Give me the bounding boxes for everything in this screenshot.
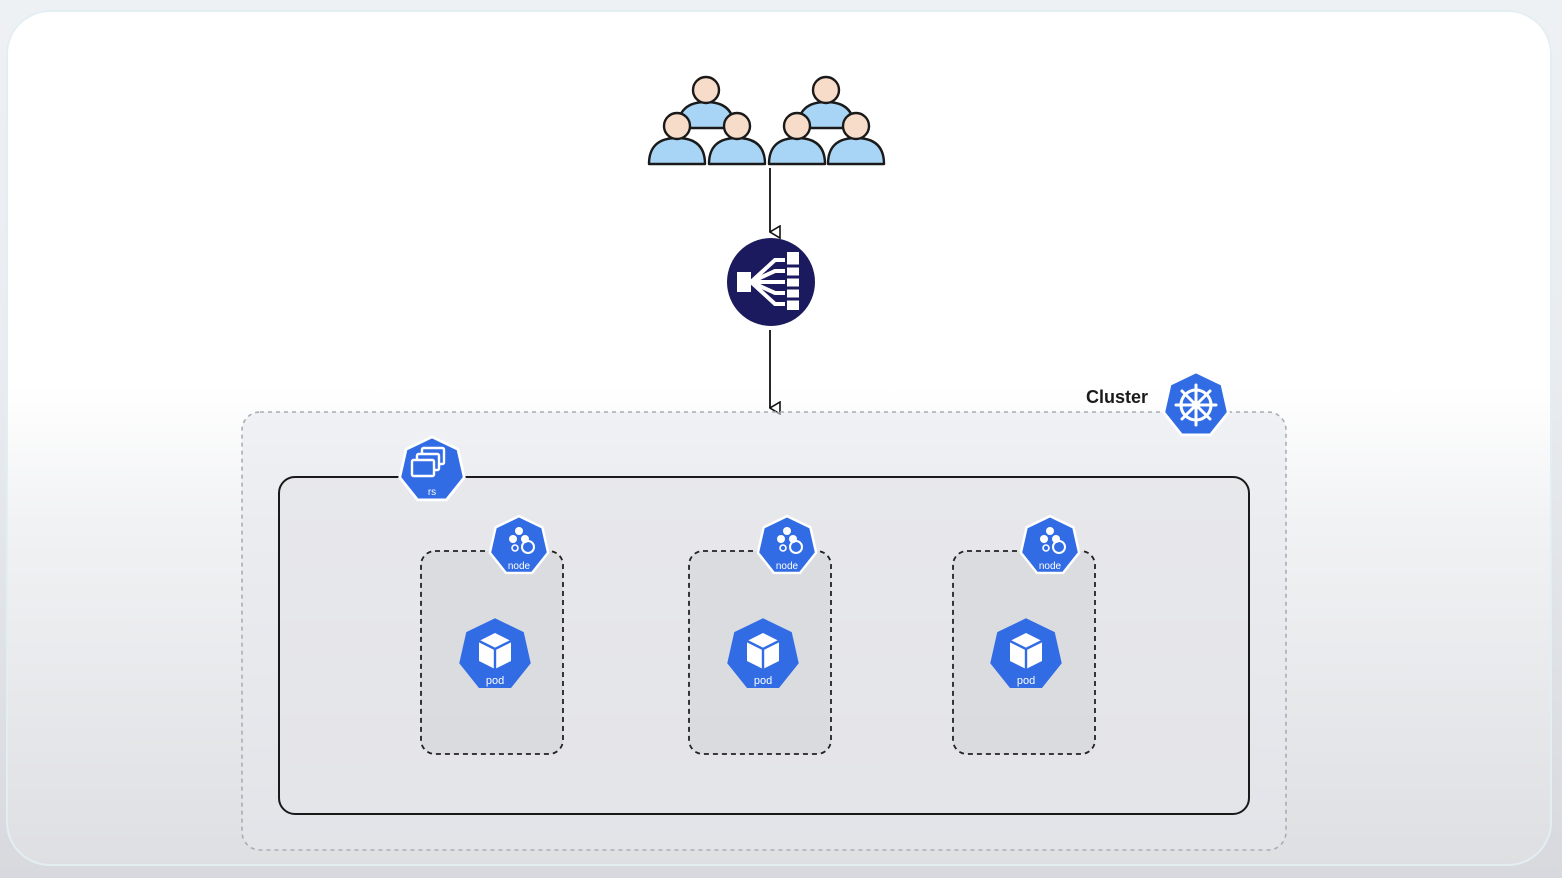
users-group-icon: [647, 75, 886, 166]
cluster-label: Cluster: [1086, 387, 1149, 407]
pod-label-2: pod: [754, 675, 772, 687]
replicaset-icon: rs: [398, 435, 466, 502]
pod-cube-icon: pod: [459, 618, 531, 689]
pod-cube-icon: pod: [990, 618, 1062, 689]
node-icon: node: [1019, 514, 1081, 575]
load-balancer-icon: [727, 238, 815, 326]
pod-label-3: pod: [1017, 675, 1035, 687]
node-label-3: node: [1039, 561, 1062, 572]
kubernetes-helm-icon: [1162, 370, 1230, 437]
node-label-2: node: [776, 561, 799, 572]
node-icon: node: [756, 514, 818, 575]
replicaset-label: rs: [428, 487, 436, 498]
node-label-1: node: [508, 561, 531, 572]
pod-cube-icon: pod: [727, 618, 799, 689]
node-icon: node: [488, 514, 550, 575]
pod-label-1: pod: [486, 675, 504, 687]
